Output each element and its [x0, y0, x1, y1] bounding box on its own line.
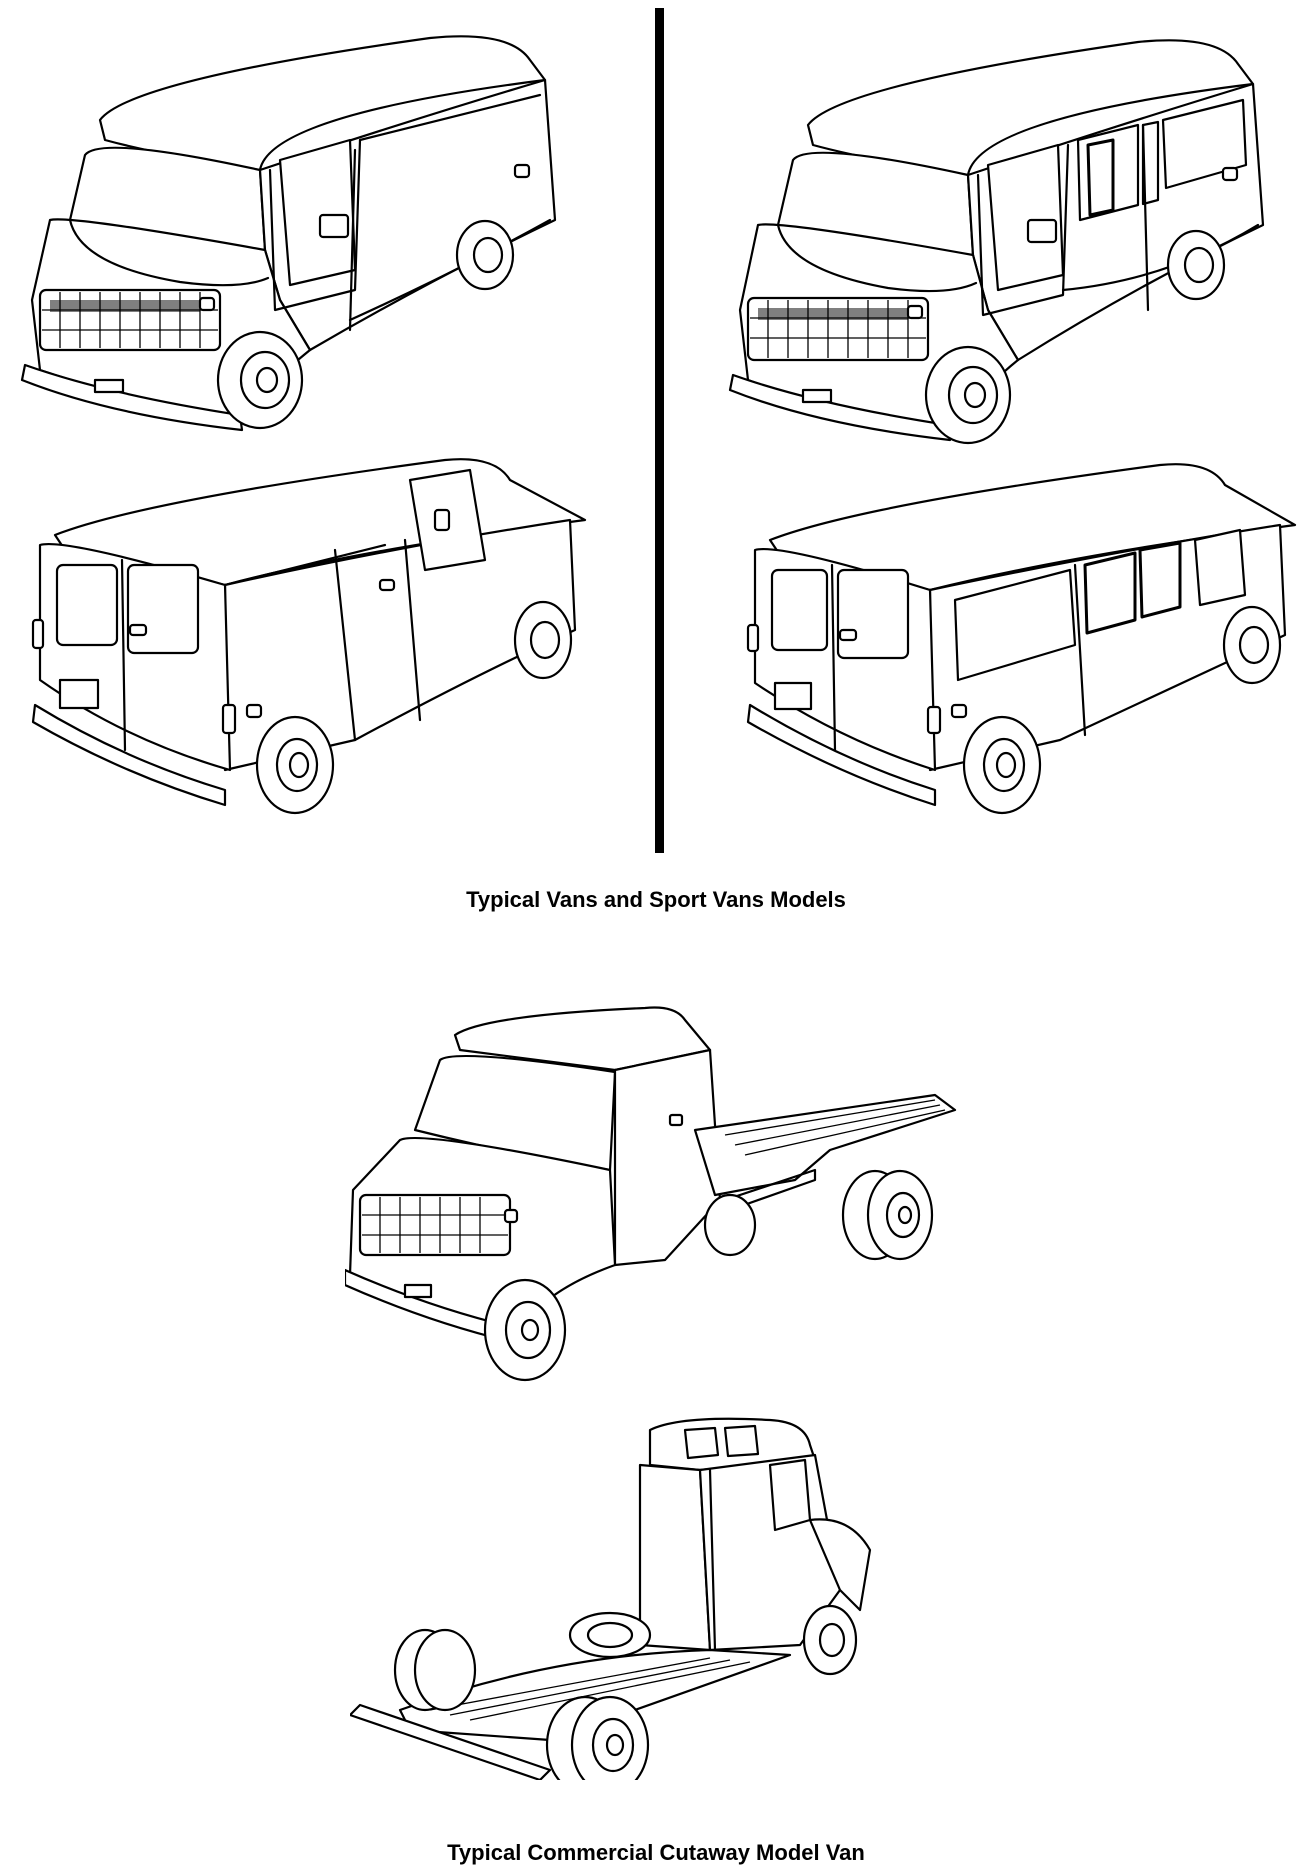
caption-commercial-cutaway: Typical Commercial Cutaway Model Van: [447, 1840, 865, 1865]
sport-van-front-icon: [718, 20, 1278, 460]
panel-van-front-icon: [10, 20, 570, 440]
panel-van-rear-icon: [25, 450, 595, 840]
caption-vans-sport-vans: Typical Vans and Sport Vans Models: [466, 887, 846, 912]
cutaway-chassis-rear-icon: [350, 1410, 990, 1780]
cutaway-chassis-front-icon: [345, 1000, 995, 1390]
vertical-divider: [655, 8, 664, 853]
sport-van-rear-icon: [740, 455, 1300, 840]
